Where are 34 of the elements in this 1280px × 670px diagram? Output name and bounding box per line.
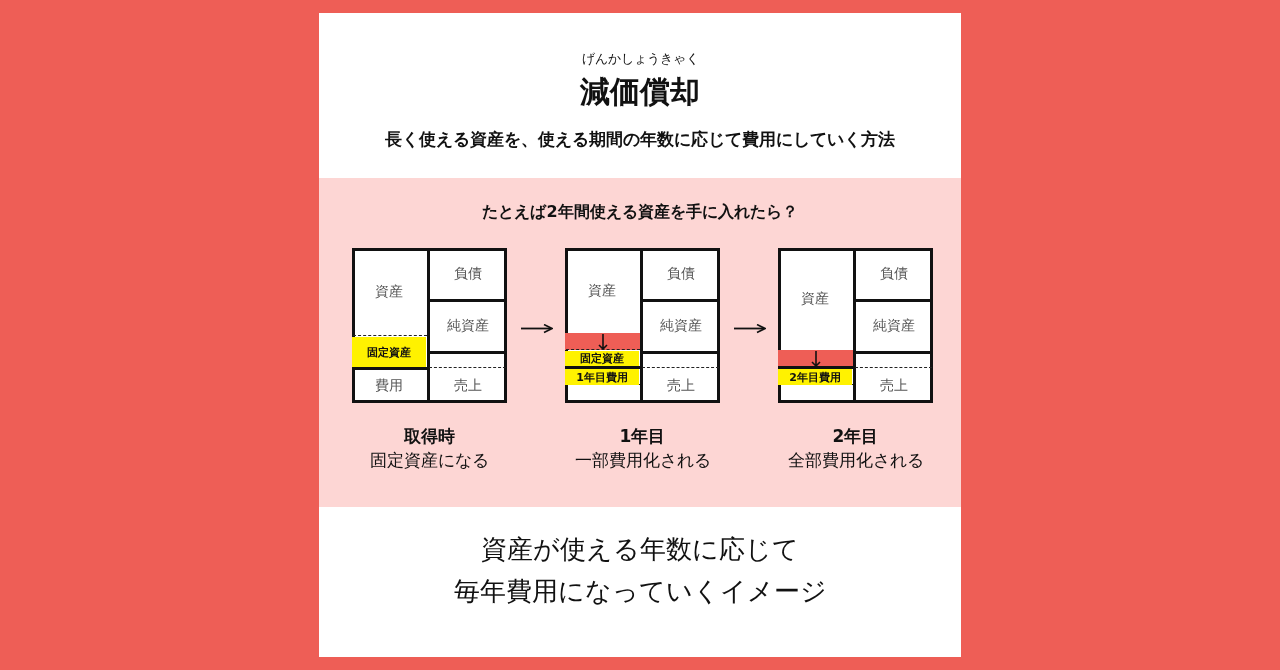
arrow: [520, 323, 553, 334]
highlight-label: 1年目費用: [565, 369, 639, 385]
summary-text: 毎年費用になっていくイメージ: [452, 575, 828, 608]
account-label: 費用: [352, 368, 426, 403]
highlight-label: 固定資産: [352, 337, 426, 367]
account-label: 負債: [642, 248, 719, 300]
account-label: 負債: [855, 248, 932, 300]
step-title: 1年目: [618, 425, 667, 448]
reading-text: げんかしょうきゃく: [580, 50, 700, 68]
account-label: 売上: [429, 369, 506, 403]
summary-text: 資産が使える年数に応じて: [480, 533, 800, 566]
balance-sheet: [352, 248, 507, 403]
arrow: [733, 323, 766, 334]
step-title: 2年目: [831, 425, 880, 448]
title: 減価償却: [579, 73, 701, 111]
account-label: 純資産: [642, 300, 719, 352]
account-label: 資産: [778, 248, 852, 350]
balance-sheet: [778, 248, 933, 403]
question-text: たとえば2年間使える資産を手に入れたら？: [481, 202, 799, 223]
account-label: 資産: [352, 248, 426, 336]
account-label: 純資産: [855, 300, 932, 352]
account-label: 売上: [855, 369, 932, 403]
highlight-label: 2年目費用: [778, 369, 852, 385]
account-label: 売上: [642, 369, 719, 403]
account-label: 純資産: [429, 300, 506, 352]
balance-sheet: [565, 248, 720, 403]
subtitle: 長く使える資産を、使える期間の年数に応じて費用にしていく方法: [384, 128, 896, 151]
account-label: 資産: [565, 248, 639, 333]
step-caption: 全部費用化される: [786, 449, 925, 472]
highlight-label: 固定資産: [565, 351, 639, 366]
account-label: 負債: [429, 248, 506, 300]
step-caption: 一部費用化される: [573, 449, 712, 472]
step-caption: 固定資産になる: [369, 449, 490, 472]
step-title: 取得時: [403, 425, 456, 448]
